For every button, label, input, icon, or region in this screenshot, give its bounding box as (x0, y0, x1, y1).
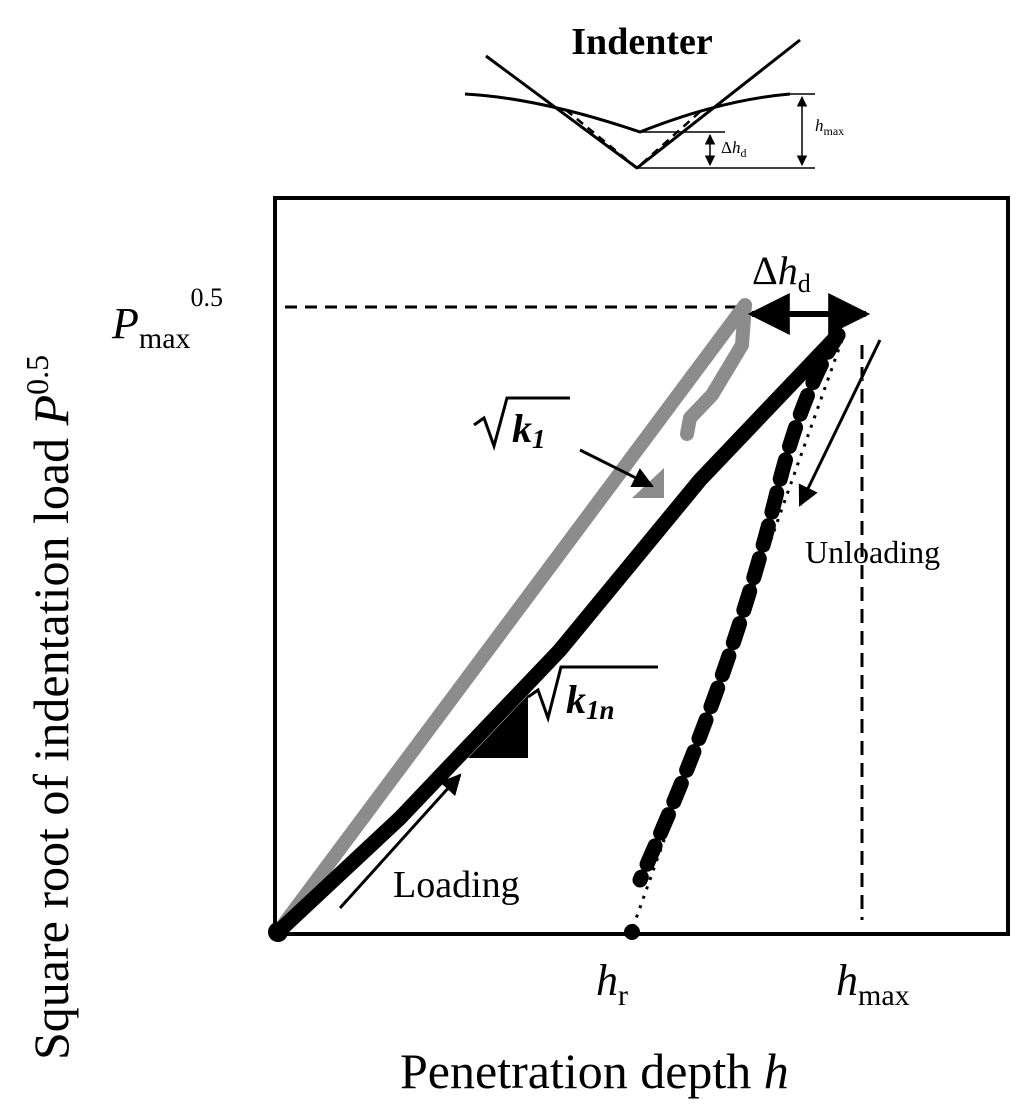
actual-curve (268, 327, 846, 942)
indenter-left-face (485, 54, 638, 170)
origin-point (268, 922, 288, 942)
x-axis-title: Penetration depth h (400, 1043, 789, 1099)
indenter-hmax-label: hmax (815, 116, 844, 138)
k1-label: k1 (473, 396, 570, 454)
ideal-curve (271, 298, 752, 939)
pmax-tick-label: Pmax0.5 (111, 283, 223, 355)
delta-hd-label: Δhd (752, 248, 811, 298)
hmax-tick-label: hmax (836, 956, 910, 1012)
hr-tick-label: hr (596, 956, 628, 1012)
indenter-dh-label: Δhd (721, 138, 746, 160)
actual-loading-curve (270, 327, 846, 940)
loading-direction-arrow (338, 773, 462, 910)
unloading-direction-arrow (798, 339, 882, 507)
svg-text:k1n: k1n (566, 677, 615, 725)
indenter-tip-dashed (565, 109, 703, 170)
deformed-surface (464, 92, 791, 134)
k1n-sqrt-sign (527, 665, 658, 724)
k1-pointer-arrow (579, 448, 654, 488)
k1-sqrt-sign (473, 396, 570, 452)
plot-frame (273, 196, 1010, 936)
y-axis-title: Square root of indentation load P0.5 (19, 355, 79, 1060)
ideal-loading-curve (271, 298, 752, 939)
actual-unloading-curve (632, 327, 846, 888)
loading-label: Loading (393, 864, 520, 906)
indenter-schematic: Indenter Δhd hmax (464, 21, 844, 170)
k1n-slope-triangle (468, 695, 528, 758)
indenter-right-face (636, 38, 801, 170)
indenter-title: Indenter (571, 21, 713, 63)
unloading-tangent-line (630, 339, 844, 931)
k1n-label: k1n (527, 665, 658, 725)
unloading-label: Unloading (805, 534, 940, 570)
svg-text:k1: k1 (512, 406, 546, 454)
hr-point (624, 924, 640, 940)
